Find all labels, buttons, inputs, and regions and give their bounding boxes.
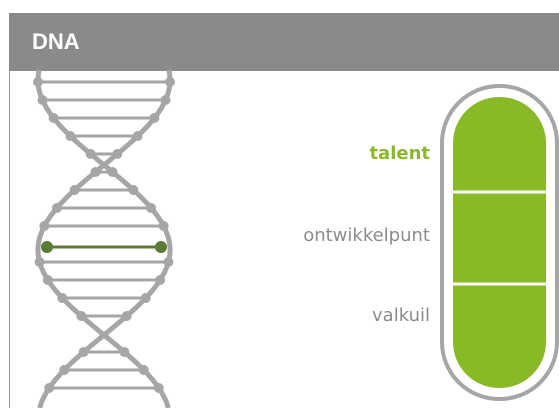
dna-node	[155, 275, 166, 285]
dna-node	[128, 185, 139, 195]
frame-border	[9, 71, 10, 408]
dna-node	[51, 203, 62, 213]
dna-node	[121, 311, 132, 321]
dna-nodes	[33, 77, 175, 393]
dna-rungs	[38, 80, 170, 390]
dna-node	[33, 77, 43, 87]
level-capsule	[440, 84, 559, 401]
dna-node	[37, 95, 48, 105]
dna-node	[119, 347, 130, 357]
dna-highlighted-rung	[41, 241, 167, 253]
dna-node	[44, 383, 55, 393]
dna-node	[34, 257, 45, 267]
level-label-ontwikkelpunt: ontwikkelpunt	[303, 225, 430, 246]
page-title: DNA	[32, 29, 80, 54]
dna-node	[69, 185, 80, 195]
dna-node	[158, 221, 169, 231]
dna-node	[107, 167, 118, 177]
dna-node	[112, 149, 123, 159]
dna-node	[59, 365, 70, 375]
dna-node	[76, 311, 87, 321]
dna-node	[146, 203, 157, 213]
dna-node	[160, 95, 171, 105]
dna-node	[132, 131, 143, 141]
dna-node	[153, 383, 164, 393]
dna-node	[57, 293, 68, 303]
dna-node	[39, 221, 50, 231]
dna-node	[85, 149, 96, 159]
dna-node	[42, 275, 53, 285]
capsule-fill	[453, 97, 546, 388]
level-label-valkuil: valkuil	[372, 305, 430, 326]
dna-helix-illustration	[33, 69, 175, 408]
dna-node	[140, 293, 151, 303]
level-label-talent: talent	[369, 143, 430, 164]
header-bar: DNA	[9, 13, 559, 71]
dna-node	[138, 365, 149, 375]
dna-node	[48, 113, 59, 123]
dna-node	[165, 77, 175, 87]
dna-node	[65, 131, 76, 141]
dna-node	[90, 167, 101, 177]
dna-node	[149, 113, 160, 123]
dna-node	[163, 257, 174, 267]
dna-node	[78, 347, 89, 357]
